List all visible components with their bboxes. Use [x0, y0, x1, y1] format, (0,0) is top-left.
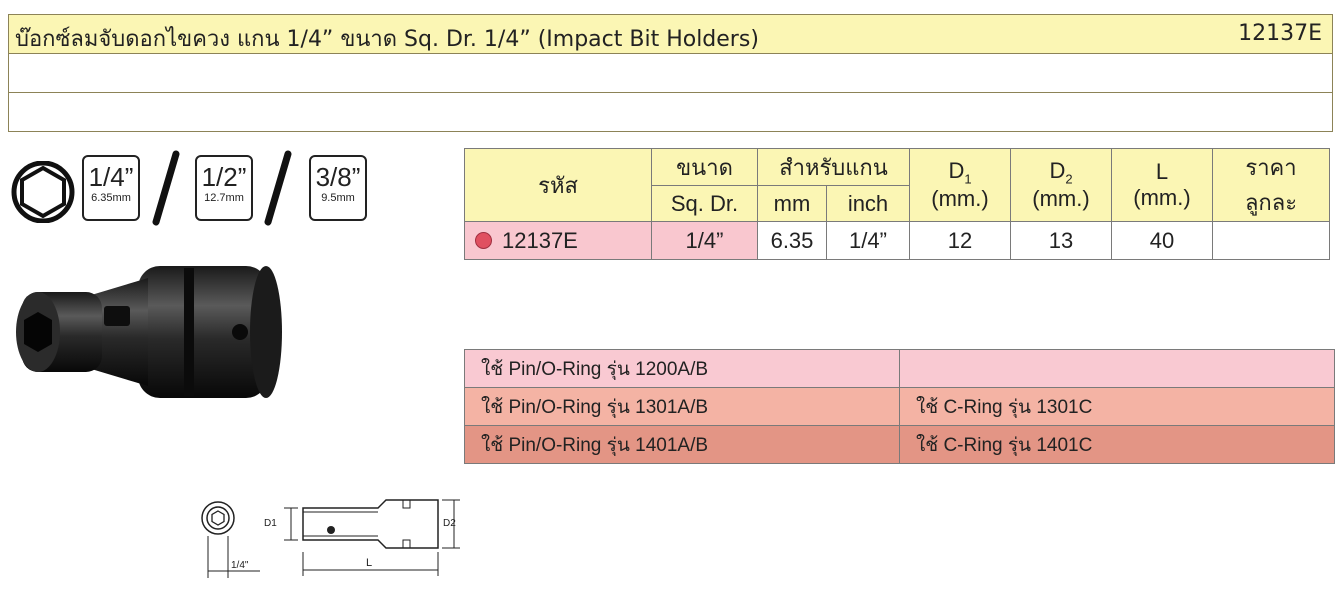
drive-label: 1/4"	[231, 560, 249, 571]
ring-cell-right: ใช้ C-Ring รุ่น 1401C	[899, 425, 1335, 464]
table-row: 12137E 1/4” 6.35 1/4” 12 13 40	[464, 221, 1330, 260]
ring-cell-right	[899, 349, 1335, 388]
l-drawing-label: L	[366, 557, 372, 569]
cell-mm: 6.35	[757, 221, 827, 260]
ring-cell-right: ใช้ C-Ring รุ่น 1301C	[899, 387, 1335, 426]
size-mm: 6.35mm	[91, 192, 131, 204]
blank-row-1	[9, 54, 1332, 93]
cell-price	[1212, 221, 1330, 260]
header-size-top: ขนาด	[651, 148, 758, 186]
header-l: L (mm.)	[1111, 148, 1213, 222]
title-row: บ๊อกซ์ลมจับดอกไขควง แกน 1/4” ขนาด Sq. Dr…	[9, 15, 1332, 54]
slash-divider	[152, 150, 180, 226]
size-label: 1/4”	[88, 162, 134, 192]
blank-row-2	[9, 93, 1332, 132]
size-mm: 9.5mm	[321, 192, 355, 204]
product-photo	[16, 266, 282, 398]
d1-unit: (mm.)	[931, 186, 989, 212]
table-row: ใช้ Pin/O-Ring รุ่น 1401A/B ใช้ C-Ring ร…	[464, 425, 1335, 464]
d2-label: D	[1049, 157, 1066, 183]
l-unit: (mm.)	[1133, 185, 1191, 210]
ring-table: ใช้ Pin/O-Ring รุ่น 1200A/B ใช้ Pin/O-Ri…	[464, 349, 1335, 464]
header-mm: mm	[757, 185, 827, 222]
header-price: ราคา ลูกละ	[1212, 148, 1330, 222]
status-dot-icon	[475, 231, 492, 249]
size-mm: 12.7mm	[204, 192, 244, 204]
cell-code: 12137E	[464, 221, 652, 260]
ring-cell-left: ใช้ Pin/O-Ring รุ่น 1401A/B	[464, 425, 900, 464]
header-size-bottom: Sq. Dr.	[651, 185, 758, 222]
d2-unit: (mm.)	[1032, 186, 1090, 212]
cell-d2: 13	[1010, 221, 1112, 260]
cell-d1: 12	[909, 221, 1011, 260]
price-bottom: ลูกละ	[1244, 190, 1298, 215]
header-shank: สำหรับแกน	[757, 148, 910, 186]
product-title: บ๊อกซ์ลมจับดอกไขควง แกน 1/4” ขนาด Sq. Dr…	[15, 27, 759, 52]
cell-l: 40	[1111, 221, 1213, 260]
size-box-quarter: 1/4” 6.35mm	[82, 155, 140, 221]
table-row: ใช้ Pin/O-Ring รุ่น 1301A/B ใช้ C-Ring ร…	[464, 387, 1335, 426]
price-top: ราคา	[1245, 155, 1297, 180]
d1-sub: 1	[964, 171, 972, 187]
header-d2: D2 (mm.)	[1010, 148, 1112, 222]
d2-drawing-label: D2	[443, 518, 456, 529]
technical-drawing: 1/4" D1 D2 L	[201, 499, 460, 578]
size-label: 3/8”	[315, 162, 361, 192]
ring-cell-left: ใช้ Pin/O-Ring รุ่น 1301A/B	[464, 387, 900, 426]
header-d1: D1 (mm.)	[909, 148, 1011, 222]
table-row: ใช้ Pin/O-Ring รุ่น 1200A/B	[464, 349, 1335, 388]
spec-table: รหัส ขนาด สำหรับแกน D1 (mm.) D2 (mm.) L …	[464, 148, 1330, 260]
d2-sub: 2	[1065, 171, 1073, 187]
product-code: 12137E	[1238, 21, 1322, 46]
cell-inch: 1/4”	[826, 221, 910, 260]
product-header: บ๊อกซ์ลมจับดอกไขควง แกน 1/4” ขนาด Sq. Dr…	[8, 14, 1333, 132]
ring-cell-left: ใช้ Pin/O-Ring รุ่น 1200A/B	[464, 349, 900, 388]
header-inch: inch	[826, 185, 910, 222]
hexagon-socket-icon	[11, 161, 75, 223]
size-box-half: 1/2” 12.7mm	[195, 155, 253, 221]
size-label: 1/2”	[201, 162, 247, 192]
d1-drawing-label: D1	[264, 518, 277, 529]
slash-divider	[264, 150, 292, 226]
code-text: 12137E	[502, 227, 578, 253]
header-code: รหัส	[464, 148, 652, 222]
l-label: L	[1155, 159, 1169, 184]
size-box-threeeighths: 3/8” 9.5mm	[309, 155, 367, 221]
cell-size: 1/4”	[651, 221, 758, 260]
d1-label: D	[948, 157, 965, 183]
